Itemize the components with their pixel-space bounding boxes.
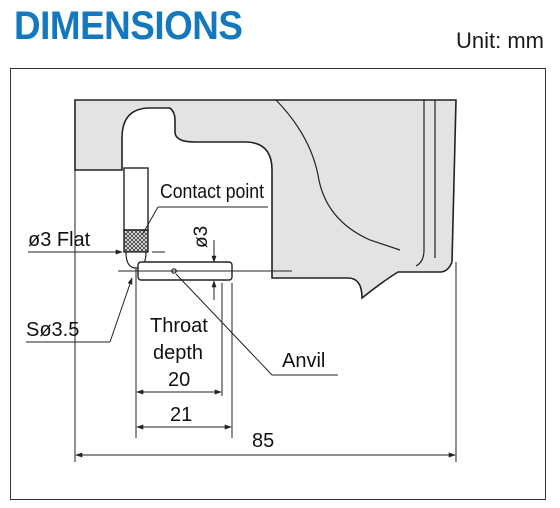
label-diameter: ø3: [191, 226, 212, 248]
gauge-body: [74, 99, 457, 300]
label-depth: depth: [153, 342, 203, 364]
unit-label: Unit: mm: [456, 28, 544, 53]
label-21: 21: [170, 404, 192, 426]
spindle: [123, 167, 149, 231]
label-85: 85: [252, 430, 274, 452]
page-title: DIMENSIONS: [14, 4, 243, 48]
label-anvil: Anvil: [282, 350, 325, 372]
body-edge-line: [415, 100, 425, 267]
label-contact-point: Contact point: [160, 181, 264, 203]
knurled-contact-point: [123, 229, 149, 253]
body-edge-line: [275, 99, 401, 251]
label-throat: Throat: [150, 315, 208, 337]
drawing-frame: [10, 68, 546, 500]
label-sphere: Sø3.5: [26, 319, 79, 341]
label-flat: ø3 Flat: [28, 229, 91, 251]
label-throat-value: 20: [168, 369, 190, 391]
